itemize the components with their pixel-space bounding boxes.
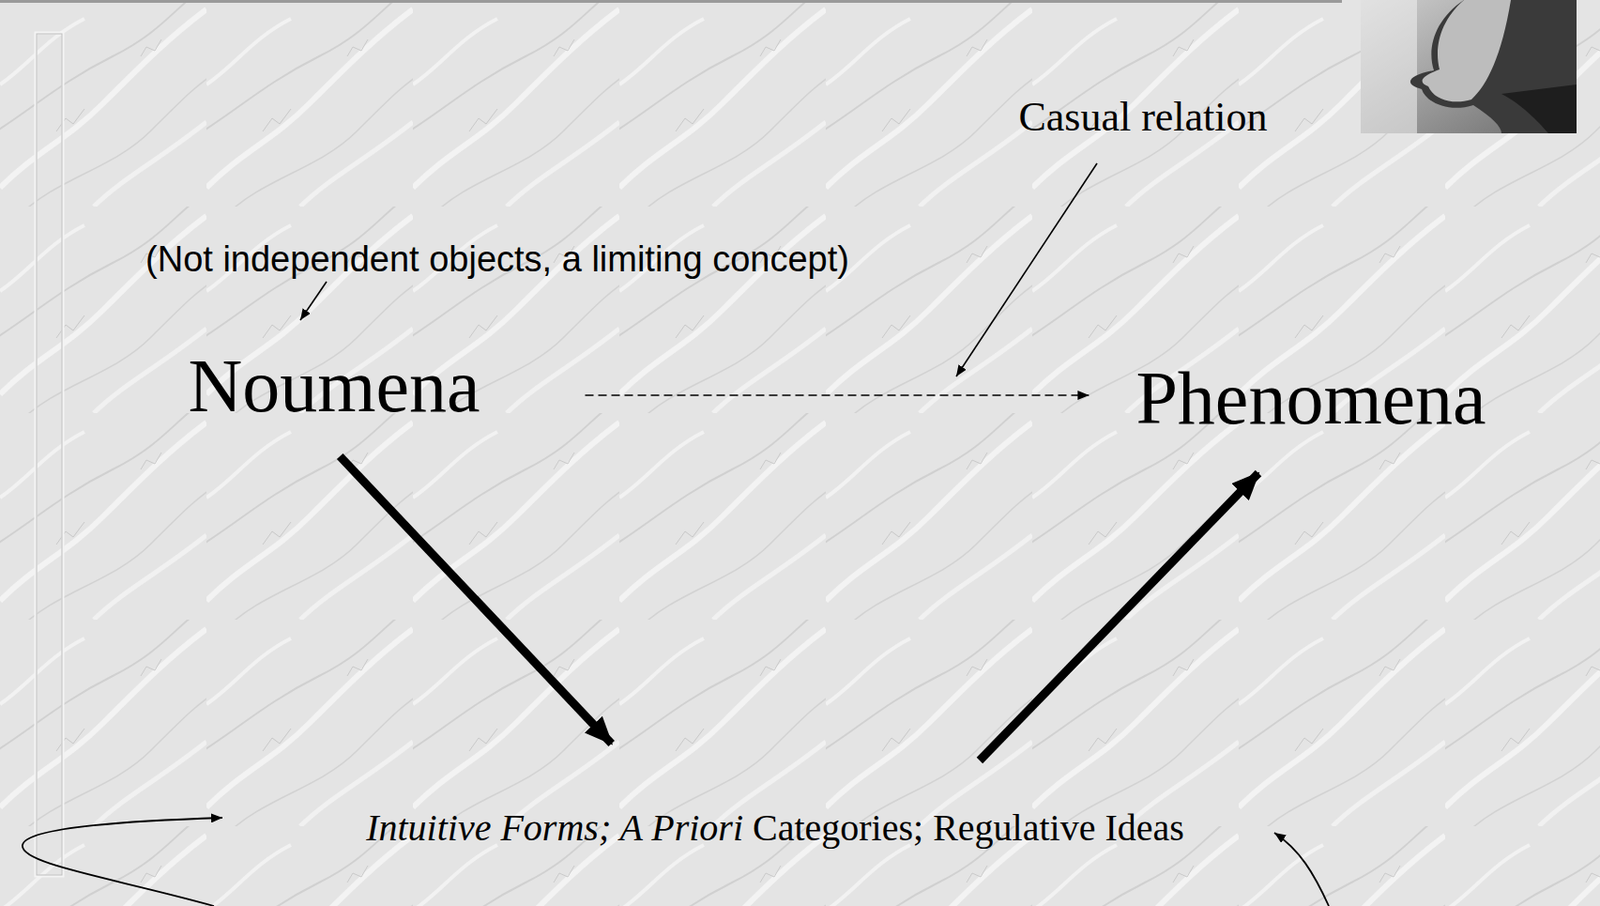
leader-line — [956, 163, 1098, 377]
dashed-arrow — [585, 394, 1090, 397]
faculty-list: Intuitive Forms; A PrioriCategories; Reg… — [365, 807, 1185, 848]
concept-term: Phenomena — [1135, 358, 1486, 438]
node-text: Phenomena — [1135, 356, 1486, 440]
edge-label: Casual relation — [1018, 95, 1267, 139]
process-arrow — [979, 472, 1259, 761]
feedback-arrow — [22, 817, 223, 906]
top-rule — [0, 0, 1342, 3]
side-bar — [35, 32, 63, 876]
node-text: Intuitive Forms; A Priori — [365, 806, 744, 849]
node-text: Noumena — [187, 344, 480, 427]
leader-line — [300, 281, 327, 320]
node-text: Categories; Regulative Ideas — [752, 806, 1185, 849]
process-arrow — [339, 456, 611, 744]
side-bar-edge — [36, 33, 62, 875]
concept-term: Noumena — [187, 346, 480, 426]
portrait — [1360, 0, 1577, 134]
annotation: (Not independent objects, a limiting con… — [145, 241, 850, 279]
feedback-arrow — [1274, 832, 1329, 906]
